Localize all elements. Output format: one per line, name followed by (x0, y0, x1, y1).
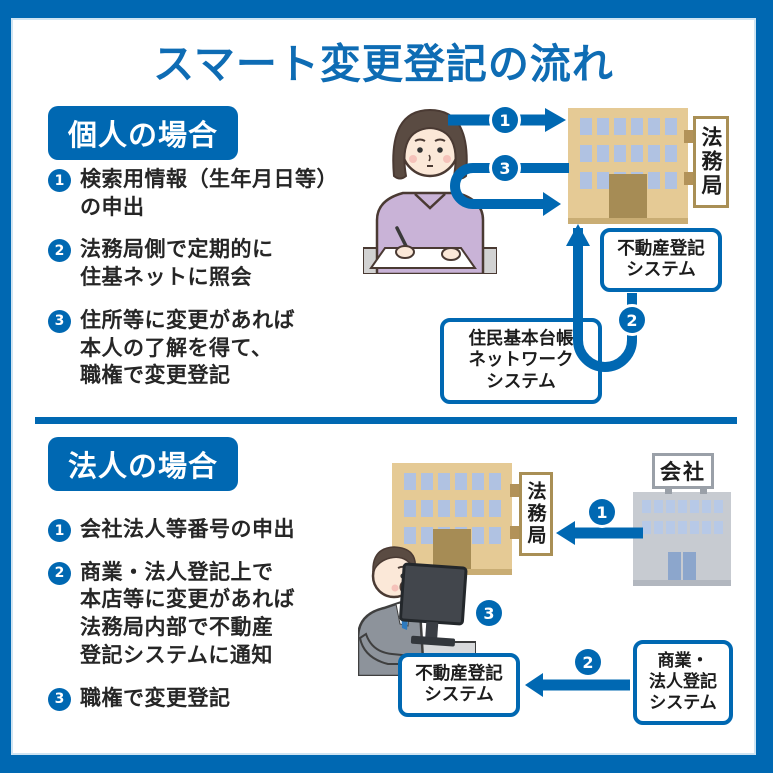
section-individual-steps: 1 検索用情報（生年月日等） の申出 2 法務局側で定期的に 住基ネットに照会 … (48, 166, 378, 405)
flow-badge-2: 2 (575, 649, 601, 675)
flow-badge-1: 1 (589, 499, 615, 525)
step-item: 3 職権で変更登記 (48, 685, 378, 713)
bureau-sign: 法務局 (519, 472, 553, 556)
step-number-badge: 2 (48, 239, 71, 263)
section-corporate-steps: 1 会社法人等番号の申出 2 商業・法人登記上で 本店等に変更があれば 法務局内… (48, 516, 378, 727)
flow-badge-3: 3 (476, 600, 502, 626)
flow-badge-3: 3 (492, 155, 518, 181)
resident-register-network-box: 住民基本台帳 ネットワーク システム (440, 318, 602, 404)
company-building (633, 492, 731, 586)
step-number-badge: 1 (48, 169, 71, 192)
legal-affairs-bureau-building (392, 463, 512, 575)
company-sign: 会社 (652, 453, 714, 489)
flow-badge-2: 2 (619, 307, 645, 333)
building-entrance (609, 174, 647, 218)
step-item: 2 法務局側で定期的に 住基ネットに照会 (48, 236, 378, 291)
section-corporate-heading: 法人の場合 (48, 437, 238, 491)
step-item: 3 住所等に変更があれば 本人の了解を得て、 職権で変更登記 (48, 307, 378, 390)
step-text: 職権で変更登記 (80, 685, 231, 710)
step-item: 1 会社法人等番号の申出 (48, 516, 378, 544)
step-number-badge: 3 (48, 687, 71, 711)
step-text: 法務局側で定期的に 住基ネットに照会 (80, 237, 274, 290)
step-text: 商業・法人登記上で 本店等に変更があれば 法務局内部で不動産 登記システムに通知 (80, 559, 295, 667)
section-divider (35, 417, 737, 424)
legal-affairs-bureau-building (568, 108, 688, 224)
step-number-badge: 2 (48, 561, 71, 585)
bureau-sign: 法務局 (693, 116, 729, 208)
building-entrance (433, 529, 471, 569)
section-individual-heading: 個人の場合 (48, 106, 238, 160)
step-text: 検索用情報（生年月日等） の申出 (80, 167, 338, 219)
step-item: 1 検索用情報（生年月日等） の申出 (48, 166, 378, 221)
step-text: 住所等に変更があれば 本人の了解を得て、 職権で変更登記 (80, 307, 295, 388)
infographic-card: スマート変更登記の流れ 個人の場合 1 検索用情報（生年月日等） の申出 2 法… (13, 20, 754, 753)
company-door (668, 552, 696, 580)
step-text: 会社法人等番号の申出 (80, 517, 295, 541)
real-estate-registration-system-box: 不動産登記 システム (398, 653, 520, 717)
step-item: 2 商業・法人登記上で 本店等に変更があれば 法務局内部で不動産 登記システムに… (48, 559, 378, 670)
step-number-badge: 3 (48, 309, 71, 333)
real-estate-registration-system-box: 不動産登記 システム (600, 228, 722, 292)
step-number-badge: 1 (48, 519, 71, 542)
commercial-corporate-registration-system-box: 商業・ 法人登記 システム (633, 640, 733, 725)
page-title: スマート変更登記の流れ (153, 40, 614, 88)
woman-writing-icon (363, 108, 497, 274)
flow-badge-1: 1 (492, 107, 518, 133)
